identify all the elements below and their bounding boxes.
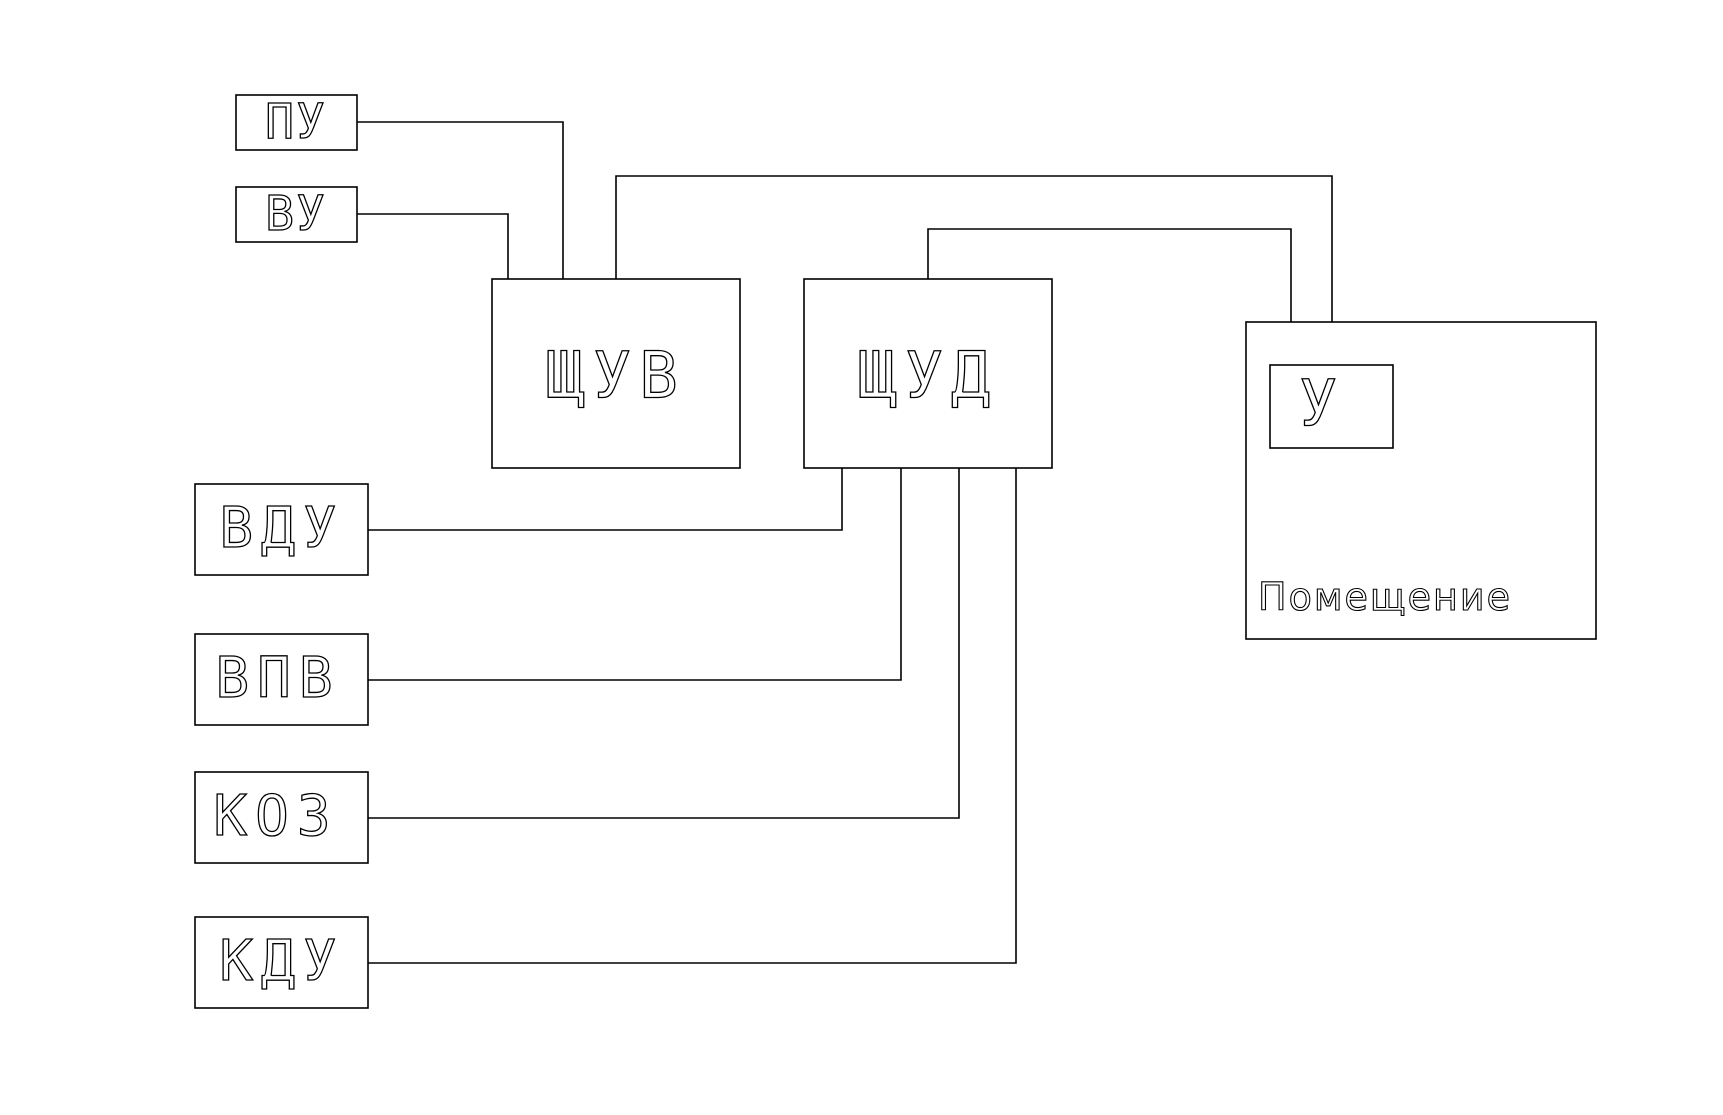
block-vdu-label: ВДУ (219, 496, 344, 561)
wire-pu-shchuv (357, 121, 564, 279)
block-shchuv-box (491, 278, 741, 469)
block-u: У (1269, 364, 1394, 449)
wire-koz-shchud (368, 468, 960, 819)
block-vdu-box (194, 483, 369, 576)
block-koz: КОЗ (194, 771, 369, 864)
wire-shchud-u (927, 228, 1292, 365)
block-shchud-box (803, 278, 1053, 469)
block-shchud-label: ЩУД (858, 340, 998, 414)
block-koz-label: КОЗ (213, 784, 338, 849)
wire-vpv-shchud (368, 468, 902, 681)
block-u-box (1269, 364, 1394, 449)
wire-shchuv-u (615, 175, 1333, 365)
block-vdu: ВДУ (194, 483, 369, 576)
block-kdu-label: КДУ (219, 929, 344, 994)
block-shchud: ЩУД (803, 278, 1053, 469)
block-kdu: КДУ (194, 916, 369, 1009)
wire-kdu-shchud (368, 468, 1017, 964)
connections (357, 121, 1333, 964)
block-vu-label: ВУ (265, 186, 327, 242)
block-kdu-box (194, 916, 369, 1009)
room-label: Помещение (1258, 575, 1512, 619)
block-vpv-label: ВПВ (215, 646, 340, 711)
wire-vdu-shchud (368, 468, 843, 531)
block-vu: ВУ (235, 185, 358, 243)
block-vpv-box (194, 633, 369, 726)
block-koz-box (194, 771, 369, 864)
block-pu: ПУ (235, 93, 358, 151)
block-vpv: ВПВ (194, 633, 369, 726)
block-u-label: У (1299, 368, 1346, 442)
block-pu-label: ПУ (265, 94, 327, 150)
wire-vu-shchuv (357, 213, 509, 279)
block-shchuv: ЩУВ (491, 278, 741, 469)
block-pu-box (235, 94, 358, 151)
block-shchuv-label: ЩУВ (546, 340, 686, 414)
block-vu-box (235, 186, 358, 243)
